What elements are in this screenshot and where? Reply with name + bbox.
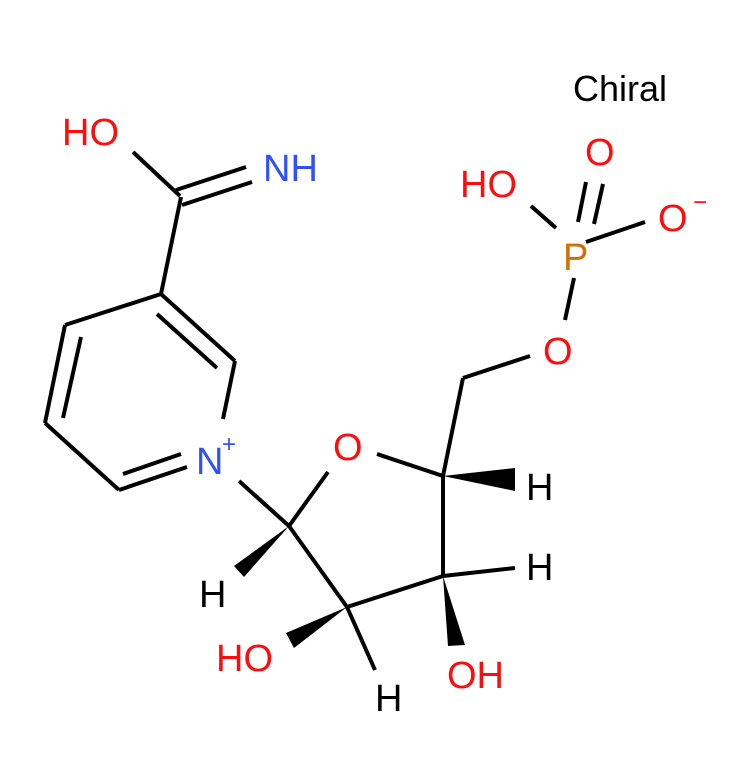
bond-c1-o bbox=[287, 470, 330, 528]
amide-hydroxyl-label: HO bbox=[62, 112, 119, 154]
bond-c2-h bbox=[345, 606, 377, 671]
wedge-c4-h bbox=[443, 468, 515, 491]
bond-p-o-double-a bbox=[576, 181, 588, 223]
pyridinium-n-label: N bbox=[196, 441, 223, 483]
negative-charge: − bbox=[693, 189, 707, 216]
wedge-c1-h bbox=[234, 526, 289, 577]
phosphoryl-oxygen-label: O bbox=[585, 132, 615, 174]
wedge-c2-oh bbox=[286, 607, 347, 648]
bond-p-o-double-b bbox=[592, 183, 605, 225]
bond-c-nh-double-b bbox=[181, 180, 253, 207]
bond-c1-c2 bbox=[287, 524, 349, 609]
bond-c4-c5 bbox=[441, 377, 465, 477]
bond-n-c1 bbox=[237, 479, 291, 528]
wedge-c3-oh bbox=[443, 576, 465, 646]
ring-oxygen-label: O bbox=[333, 427, 363, 469]
bond-c5-o bbox=[462, 354, 531, 380]
ring-bond-inner bbox=[155, 312, 219, 370]
bond-c-ring bbox=[159, 196, 183, 295]
ring-bond bbox=[159, 292, 237, 363]
bond-c-oh bbox=[131, 150, 182, 198]
ribose-ring: O H H H H HO OH bbox=[199, 427, 553, 720]
bond-c3-h bbox=[442, 566, 516, 578]
c3-hydrogen-label: H bbox=[526, 547, 553, 589]
phosphate-hydroxyl-label: HO bbox=[460, 164, 517, 206]
ring-bond bbox=[64, 292, 162, 327]
ring-bond-inner bbox=[122, 452, 182, 476]
c4-hydrogen-label: H bbox=[526, 467, 553, 509]
phosphorus-label: P bbox=[563, 237, 588, 279]
bond-o-p bbox=[563, 277, 576, 321]
bond-o-c4 bbox=[376, 452, 444, 478]
carboximidic-acid-group: HO NH bbox=[62, 112, 318, 295]
c1-hydrogen-label: H bbox=[199, 574, 226, 616]
imine-nh-label: NH bbox=[263, 148, 318, 190]
c3-hydroxyl-label: OH bbox=[447, 655, 504, 697]
bond-c2-c3 bbox=[346, 574, 444, 609]
positive-charge: + bbox=[222, 431, 236, 458]
pyridinium-ring: N + bbox=[43, 292, 237, 492]
bond-c-nh-double-a bbox=[175, 165, 247, 192]
ester-oxygen-label: O bbox=[543, 331, 573, 373]
c2-hydroxyl-label: HO bbox=[216, 638, 273, 680]
ring-bond bbox=[118, 465, 188, 492]
ring-bond bbox=[43, 324, 67, 424]
phosphate-group: O P O HO O − bbox=[441, 132, 707, 477]
bond-p-ominus bbox=[585, 220, 646, 244]
chiral-label: Chiral bbox=[573, 68, 667, 109]
ring-bond bbox=[221, 360, 237, 420]
phosphate-oxyanion-label: O bbox=[658, 198, 688, 240]
c2-hydrogen-label: H bbox=[375, 678, 402, 720]
ring-bond bbox=[43, 421, 121, 492]
bond-p-oh bbox=[529, 204, 558, 230]
ring-bond-inner bbox=[61, 336, 83, 419]
